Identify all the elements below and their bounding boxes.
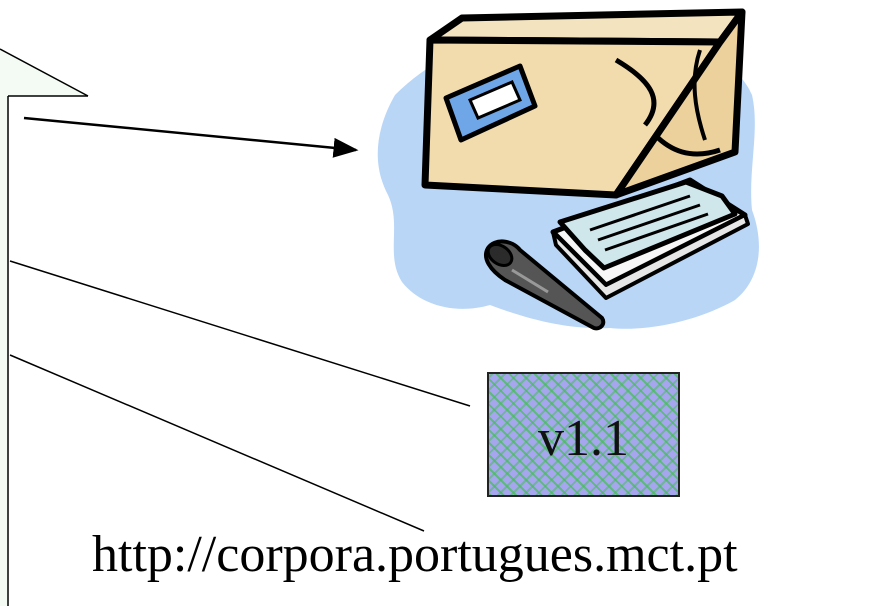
document-shape [0,48,89,606]
notepad-icon [550,177,750,300]
version-box: v1.1 [487,372,680,497]
package-icon [421,8,746,199]
package-clipart [377,8,759,331]
shipping-label [443,63,538,143]
corpus-url[interactable]: http://corpora.portugues.mct.pt [92,526,738,583]
callout-line-url [9,354,425,532]
version-label: v1.1 [538,409,629,467]
callout-line-version [9,260,471,407]
pen-icon [484,239,606,331]
arrow-to-package [23,116,359,158]
